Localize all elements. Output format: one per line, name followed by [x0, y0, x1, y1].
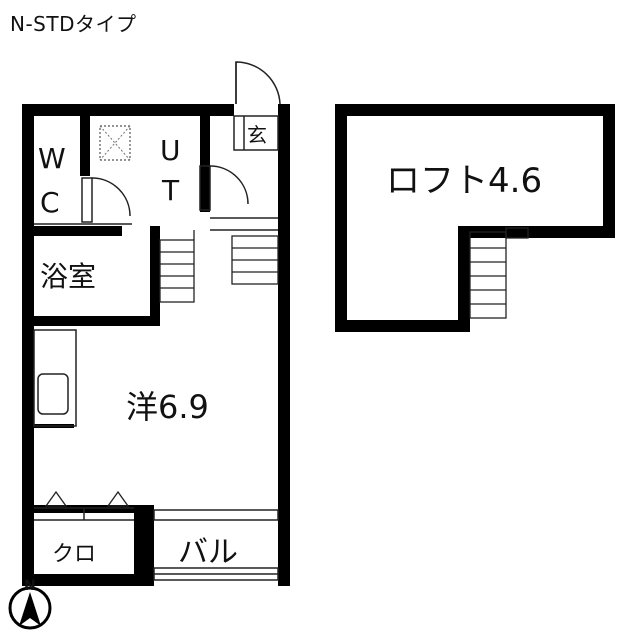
room-label-ut-t: T [161, 174, 180, 207]
main-outer-walls [22, 104, 290, 586]
room-label-western: 洋6.9 [126, 388, 209, 426]
door-swings [91, 61, 281, 217]
room-label-ut-u: U [160, 134, 181, 167]
room-label-wc-w: W [38, 142, 66, 175]
room-label-bath: 浴室 [40, 260, 96, 293]
stairs-lower [159, 230, 195, 303]
plan-title: N-STDタイプ [10, 12, 137, 36]
compass-label: N [24, 578, 36, 594]
loft-stairs [469, 227, 529, 319]
room-label-balcony: バル [178, 535, 238, 570]
washer-space [99, 125, 131, 161]
north-arrow-icon: N [8, 578, 52, 630]
room-label-wc-c: C [40, 186, 60, 219]
loft-walls [335, 104, 615, 332]
closet-markers [44, 490, 130, 507]
room-label-closet: クロ [52, 542, 96, 567]
fixtures [33, 115, 279, 581]
stairs-upper [231, 235, 279, 285]
room-label-entrance: 玄 [247, 123, 267, 147]
room-label-loft: ロフト4.6 [386, 161, 542, 201]
